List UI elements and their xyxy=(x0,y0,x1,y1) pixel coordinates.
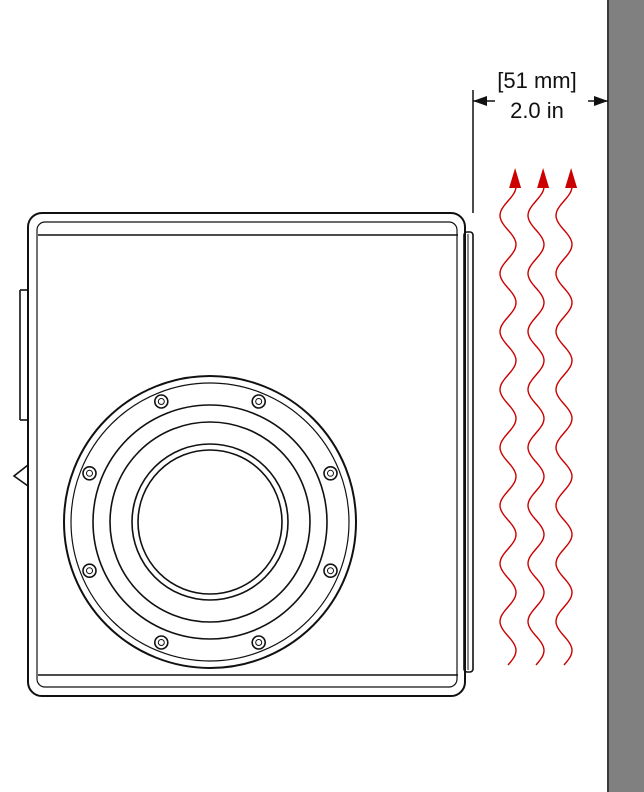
left-side-tab xyxy=(12,464,29,487)
lens-screw-head xyxy=(157,398,165,405)
rear-flange xyxy=(463,231,474,673)
mounting-wall xyxy=(607,0,644,792)
housing-inner-outline xyxy=(36,221,458,688)
lens-assembly xyxy=(63,375,357,669)
lens-ring-3 xyxy=(131,443,289,601)
lens-screws xyxy=(82,394,338,650)
lens-glass xyxy=(137,449,283,595)
lens-screw xyxy=(154,394,169,409)
dimension-arrow-left xyxy=(473,96,487,106)
lens-screw-head xyxy=(86,567,93,575)
lens-screw-head xyxy=(157,639,165,646)
lens-screw-head xyxy=(255,398,263,405)
lens-screw-head xyxy=(327,469,334,477)
airflow-wave-line xyxy=(555,182,573,666)
camera-housing xyxy=(12,212,474,697)
lens-screw xyxy=(82,563,97,579)
lens-screw xyxy=(323,465,338,481)
lens-mount-rim xyxy=(70,382,350,662)
clearance-dimension xyxy=(472,90,608,213)
airflow-wave-line xyxy=(527,182,545,666)
wall-face xyxy=(608,0,644,792)
lens-screw-head xyxy=(86,469,93,477)
lens-screw xyxy=(251,394,267,409)
housing-outline xyxy=(27,212,466,697)
dimension-imperial-label: 2.0 in xyxy=(510,98,564,123)
lens-screw xyxy=(154,635,169,650)
lens-screw-head xyxy=(327,567,334,575)
lens-screw xyxy=(82,465,97,481)
lens-screw xyxy=(323,563,338,579)
airflow-arrowhead xyxy=(509,168,522,188)
lens-mount-outer xyxy=(63,375,357,669)
lens-screw-head xyxy=(255,639,263,646)
airflow-arrows xyxy=(499,168,578,666)
airflow-wave-line xyxy=(499,182,517,666)
airflow-arrowhead xyxy=(565,168,578,188)
airflow-arrowhead xyxy=(537,168,550,188)
dimension-metric-label: [51 mm] xyxy=(497,68,577,93)
dimension-arrow-right xyxy=(594,96,608,106)
lens-screw xyxy=(251,635,267,650)
lens-ring-2 xyxy=(109,421,311,623)
lens-ring-1 xyxy=(92,404,328,640)
